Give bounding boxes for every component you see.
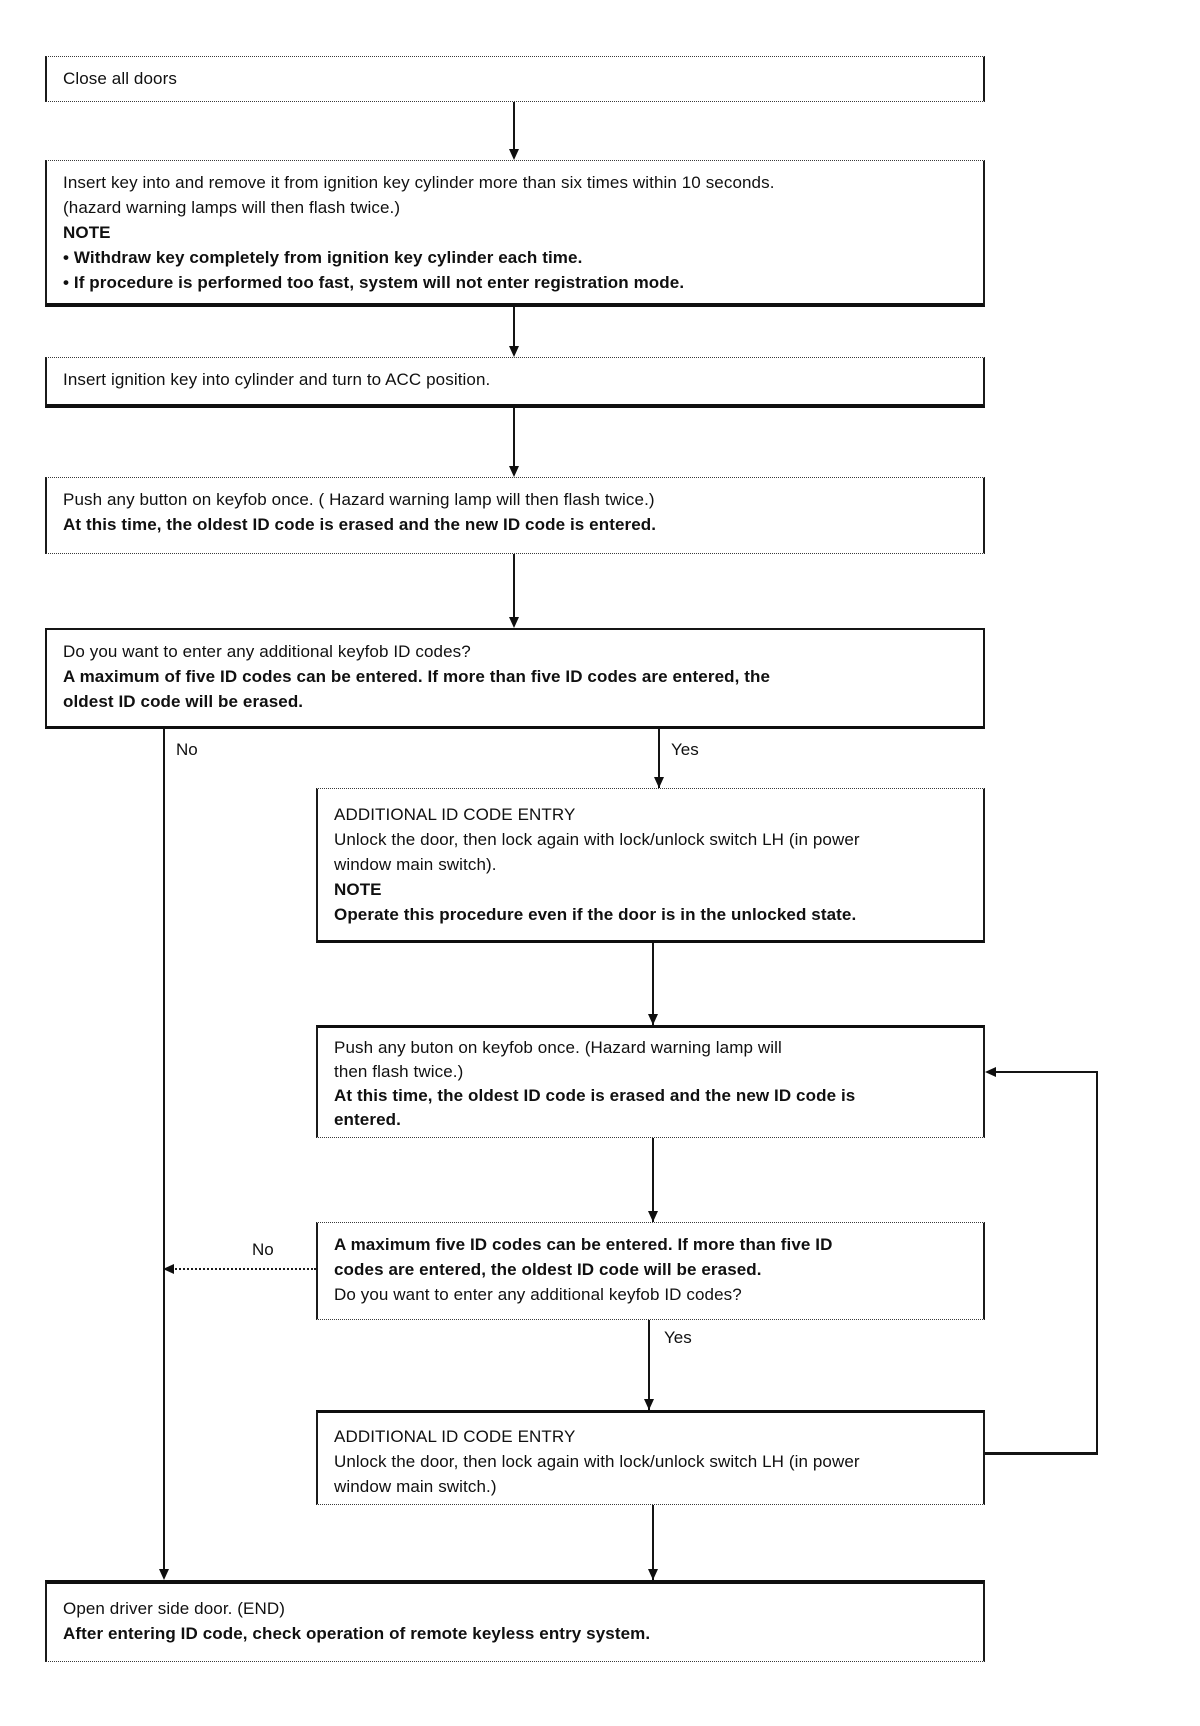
arrowhead-6-7 bbox=[648, 1014, 658, 1025]
text-line: window main switch). bbox=[334, 855, 497, 874]
feedback-loop-vertical bbox=[1096, 1071, 1098, 1455]
connector-9-10 bbox=[652, 1505, 654, 1580]
connector-6-7 bbox=[652, 943, 654, 1025]
text-line: Operate this procedure even if the door … bbox=[334, 905, 857, 924]
text-line: Insert ignition key into cylinder and tu… bbox=[63, 370, 491, 389]
feedback-loop-bottom bbox=[985, 1452, 1098, 1455]
text-line: (hazard warning lamps will then flash tw… bbox=[63, 198, 401, 217]
step-additional-id-entry-2: ADDITIONAL ID CODE ENTRY Unlock the door,… bbox=[316, 1410, 985, 1505]
decision-additional-codes: Do you want to enter any additional keyf… bbox=[45, 628, 985, 729]
text-line: Do you want to enter any additional keyf… bbox=[334, 1285, 742, 1304]
arrowhead-1-2 bbox=[509, 149, 519, 160]
branch-label-yes-1: Yes bbox=[671, 740, 699, 759]
arrowhead-7-8 bbox=[648, 1211, 658, 1222]
decision-max-codes: A maximum five ID codes can be entered. … bbox=[316, 1222, 985, 1320]
connector-yes-2 bbox=[648, 1320, 650, 1410]
connector-2-3 bbox=[513, 307, 515, 347]
connector-3-4 bbox=[513, 408, 515, 467]
arrowhead-no-2 bbox=[163, 1264, 174, 1274]
text-line: oldest ID code will be erased. bbox=[63, 692, 304, 711]
step-insert-remove-key: Insert key into and remove it from ignit… bbox=[45, 160, 985, 307]
text-line: ADDITIONAL ID CODE ENTRY bbox=[334, 805, 576, 824]
connector-7-8 bbox=[652, 1138, 654, 1222]
text-line: At this time, the oldest ID code is eras… bbox=[63, 515, 657, 534]
text-line: After entering ID code, check operation … bbox=[63, 1624, 651, 1643]
connector-yes-1 bbox=[658, 729, 660, 788]
step-acc-position: Insert ignition key into cylinder and tu… bbox=[45, 357, 985, 408]
branch-label-no-1: No bbox=[176, 740, 198, 759]
text-line: Unlock the door, then lock again with lo… bbox=[334, 1452, 860, 1471]
branch-label-yes-2: Yes bbox=[664, 1328, 692, 1347]
branch-label-no-2: No bbox=[252, 1240, 274, 1259]
arrowhead-yes-2 bbox=[644, 1399, 654, 1410]
text-line: Unlock the door, then lock again with lo… bbox=[334, 830, 860, 849]
connector-no-2 bbox=[172, 1268, 316, 1270]
text-line: Push any buton on keyfob once. (Hazard w… bbox=[334, 1038, 782, 1057]
text-line: NOTE bbox=[63, 223, 111, 242]
text-line: Do you want to enter any additional keyf… bbox=[63, 642, 471, 661]
text-line: Close all doors bbox=[63, 69, 177, 88]
text-line: ADDITIONAL ID CODE ENTRY bbox=[334, 1427, 576, 1446]
text-line: codes are entered, the oldest ID code wi… bbox=[334, 1260, 762, 1279]
feedback-loop-arrowhead bbox=[985, 1067, 996, 1077]
text-line: • If procedure is performed too fast, sy… bbox=[63, 273, 685, 292]
feedback-loop-top bbox=[994, 1071, 1098, 1073]
step-additional-id-entry-1: ADDITIONAL ID CODE ENTRY Unlock the door,… bbox=[316, 788, 985, 943]
connector-4-5 bbox=[513, 554, 515, 618]
text-line: • Withdraw key completely from ignition … bbox=[63, 248, 583, 267]
text-line: At this time, the oldest ID code is eras… bbox=[334, 1086, 856, 1105]
step-close-all-doors: Close all doors bbox=[45, 56, 985, 102]
arrowhead-2-3 bbox=[509, 346, 519, 357]
text-line: entered. bbox=[334, 1110, 401, 1129]
arrowhead-no-branch bbox=[159, 1569, 169, 1580]
connector-1-2 bbox=[513, 102, 515, 150]
step-push-keyfob-button: Push any button on keyfob once. ( Hazard… bbox=[45, 477, 985, 554]
text-line: A maximum of five ID codes can be entere… bbox=[63, 667, 771, 686]
arrowhead-9-10 bbox=[648, 1569, 658, 1580]
text-line: A maximum five ID codes can be entered. … bbox=[334, 1235, 833, 1254]
arrowhead-4-5 bbox=[509, 617, 519, 628]
connector-no-branch bbox=[163, 729, 165, 1573]
text-line: NOTE bbox=[334, 880, 382, 899]
arrowhead-yes-1 bbox=[654, 777, 664, 788]
text-line: then flash twice.) bbox=[334, 1062, 464, 1081]
step-open-door-end: Open driver side door. (END) After enteri… bbox=[45, 1580, 985, 1662]
text-line: Open driver side door. (END) bbox=[63, 1599, 285, 1618]
text-line: Push any button on keyfob once. ( Hazard… bbox=[63, 490, 655, 509]
step-push-keyfob-button-2: Push any buton on keyfob once. (Hazard w… bbox=[316, 1025, 985, 1138]
arrowhead-3-4 bbox=[509, 466, 519, 477]
text-line: Insert key into and remove it from ignit… bbox=[63, 173, 775, 192]
text-line: window main switch.) bbox=[334, 1477, 497, 1496]
